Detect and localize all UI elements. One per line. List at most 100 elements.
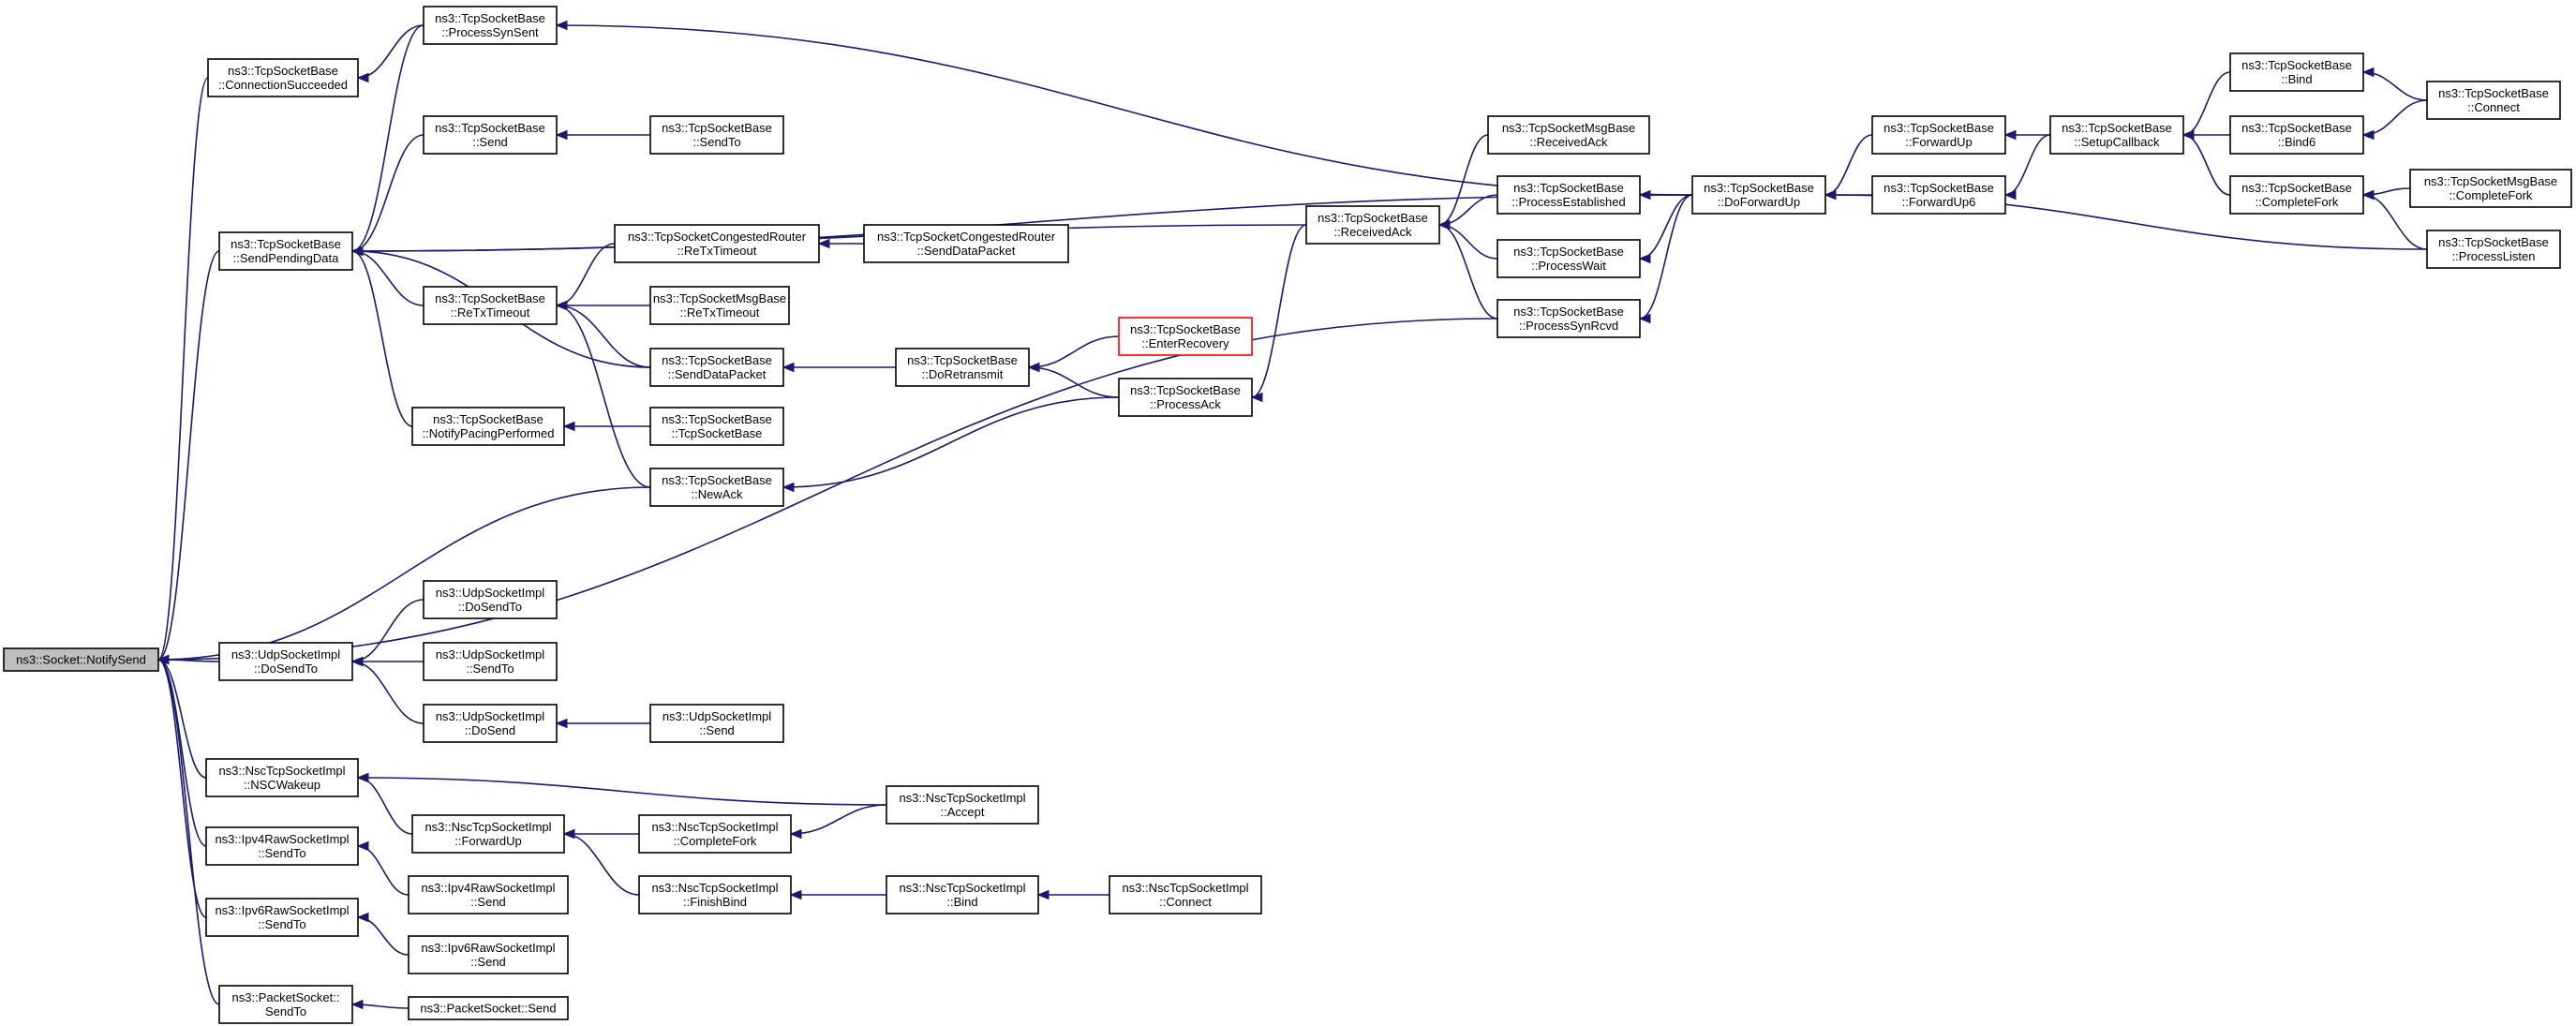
node-ns3-tcpsocketbase-forwardup[interactable]: ns3::TcpSocketBase::ForwardUp bbox=[1871, 115, 2006, 155]
node-ns3-nsctcpsocketimpl-connect[interactable]: ns3::NscTcpSocketImpl::Connect bbox=[1109, 875, 1262, 914]
node-ns3-nsctcpsocketimpl-forwardup[interactable]: ns3::NscTcpSocketImpl::ForwardUp bbox=[411, 814, 565, 854]
node-ns3-udpsocketimpl-dosendto[interactable]: ns3::UdpSocketImpl::DoSendTo bbox=[218, 642, 353, 681]
edge-tcp_connect-to-tcp_bind6 bbox=[2362, 99, 2428, 136]
node-ns3-tcpsocketbase-forwardup6[interactable]: ns3::TcpSocketBase::ForwardUp6 bbox=[1871, 175, 2006, 215]
node-ns3-tcpsocketbase-processsynrcvd[interactable]: ns3::TcpSocketBase::ProcessSynRcvd bbox=[1496, 299, 1641, 338]
node-label-line: ::ProcessAck bbox=[1150, 397, 1221, 411]
node-label-line: ns3::NscTcpSocketImpl bbox=[218, 764, 345, 778]
node-ns3-tcpsocketbase-send[interactable]: ns3::TcpSocketBase::Send bbox=[423, 115, 558, 155]
edge-udp_dosend-to-udp_dosendto bbox=[351, 661, 424, 724]
node-box bbox=[205, 898, 359, 937]
node-ns3-tcpsocketbase-connect[interactable]: ns3::TcpSocketBase::Connect bbox=[2426, 81, 2561, 120]
arrowhead-icon bbox=[562, 828, 575, 840]
node-ns3-udpsocketimpl-dosend[interactable]: ns3::UdpSocketImpl::DoSend bbox=[423, 704, 558, 743]
edge-tcp_proc_ack-to-tcp_newack bbox=[782, 396, 1120, 488]
node-ns3-tcpsocketbase-retxtimeout[interactable]: ns3::TcpSocketBase::ReTxTimeout bbox=[423, 286, 558, 325]
node-ns3-udpsocketimpl-dosendto[interactable]: ns3::UdpSocketImpl::DoSendTo bbox=[423, 580, 558, 619]
edge-tcp_recvack-to-tcp_send_pending bbox=[351, 224, 1307, 252]
node-ns3-nsctcpsocketimpl-accept[interactable]: ns3::NscTcpSocketImpl::Accept bbox=[886, 785, 1039, 825]
node-ns3-tcpsocketbase-senddatapacket[interactable]: ns3::TcpSocketBase::SendDataPacket bbox=[649, 348, 784, 387]
node-ns3-tcpsocketbase-receivedack[interactable]: ns3::TcpSocketBase::ReceivedAck bbox=[1305, 205, 1440, 245]
node-ns3-tcpsocketbase-processack[interactable]: ns3::TcpSocketBase::ProcessAck bbox=[1118, 378, 1253, 417]
node-ns3-tcpsocketbase-setupcallback[interactable]: ns3::TcpSocketBase::SetupCallback bbox=[2049, 115, 2184, 155]
node-ns3-tcpsocketbase-doforwardup[interactable]: ns3::TcpSocketBase::DoForwardUp bbox=[1691, 175, 1826, 215]
arrowhead-icon bbox=[1824, 189, 1837, 201]
arrowhead-icon bbox=[156, 654, 170, 665]
edge-tcp_doforward-to-tcp_proc_wait bbox=[1639, 194, 1693, 260]
node-label-line: ns3::Ipv4RawSocketImpl bbox=[215, 832, 349, 846]
node-box bbox=[1118, 378, 1253, 417]
node-ns3-tcpsocketbase-doretransmit[interactable]: ns3::TcpSocketBase::DoRetransmit bbox=[895, 348, 1030, 387]
node-ns3-nsctcpsocketimpl-nscwakeup[interactable]: ns3::NscTcpSocketImpl::NSCWakeup bbox=[205, 758, 359, 797]
arrowhead-icon bbox=[1638, 253, 1651, 264]
node-label-line: ::SendTo bbox=[258, 917, 305, 931]
node-label-line: ::NSCWakeup bbox=[244, 778, 320, 792]
node-label-line: ::SendDataPacket bbox=[668, 367, 767, 381]
node-label-line: ns3::TcpSocketBase bbox=[1130, 322, 1241, 336]
node-ns3-tcpsocketbase-bind6[interactable]: ns3::TcpSocketBase::Bind6 bbox=[2229, 115, 2364, 155]
node-ns3-tcpsocketbase-enterrecovery[interactable]: ns3::TcpSocketBase::EnterRecovery bbox=[1118, 317, 1253, 356]
node-ns3-ipv4rawsocketimpl-sendto[interactable]: ns3::Ipv4RawSocketImpl::SendTo bbox=[205, 826, 359, 866]
arrowhead-icon bbox=[350, 245, 364, 257]
edge-tcp_senddata-to-tcp_retx bbox=[556, 305, 651, 368]
node-ns3-ipv6rawsocketimpl-sendto[interactable]: ns3::Ipv6RawSocketImpl::SendTo bbox=[205, 898, 359, 937]
node-ns3-tcpsocketmsgbase-completefork[interactable]: ns3::TcpSocketMsgBase::CompleteFork bbox=[2409, 169, 2572, 208]
node-ns3-tcpsocketbase-notifypacingperformed[interactable]: ns3::TcpSocketBase::NotifyPacingPerforme… bbox=[411, 407, 565, 446]
node-label-line: ns3::NscTcpSocketImpl bbox=[1122, 881, 1248, 895]
node-ns3-udpsocketimpl-sendto[interactable]: ns3::UdpSocketImpl::SendTo bbox=[423, 642, 558, 681]
node-ns3-tcpsocketbase-connectionsucceeded[interactable]: ns3::TcpSocketBase::ConnectionSucceeded bbox=[207, 58, 359, 97]
node-ns3-ipv4rawsocketimpl-send[interactable]: ns3::Ipv4RawSocketImpl::Send bbox=[408, 875, 569, 914]
node-ns3-udpsocketimpl-send[interactable]: ns3::UdpSocketImpl::Send bbox=[649, 704, 784, 743]
arrowhead-icon bbox=[1638, 189, 1651, 201]
node-ns3-tcpsocketmsgbase-retxtimeout[interactable]: ns3::TcpSocketMsgBase::ReTxTimeout bbox=[649, 286, 790, 325]
node-ns3-tcpsocketbase-sendto[interactable]: ns3::TcpSocketBase::SendTo bbox=[649, 115, 784, 155]
node-label-line: ::ForwardUp6 bbox=[1902, 195, 1976, 209]
node-ns3-tcpsocketbase-bind[interactable]: ns3::TcpSocketBase::Bind bbox=[2229, 52, 2364, 92]
node-label-line: ns3::TcpSocketBase bbox=[1130, 383, 1241, 397]
node-box bbox=[411, 814, 565, 854]
node-label-line: ns3::UdpSocketImpl bbox=[663, 709, 771, 723]
node-ns3-tcpsocketbase-processwait[interactable]: ns3::TcpSocketBase::ProcessWait bbox=[1496, 239, 1641, 278]
node-box bbox=[2409, 169, 2572, 208]
node-ns3-tcpsocketcongestedrouter-retxtimeout[interactable]: ns3::TcpSocketCongestedRouter::ReTxTimeo… bbox=[614, 224, 820, 263]
node-box bbox=[649, 704, 784, 743]
node-label-line: ns3::NscTcpSocketImpl bbox=[651, 881, 778, 895]
node-label-line: ::Send bbox=[470, 955, 506, 969]
node-ns3-tcpsocketbase-processsynsent[interactable]: ns3::TcpSocketBase::ProcessSynSent bbox=[423, 6, 558, 45]
node-label-line: ns3::TcpSocketBase bbox=[2062, 121, 2172, 135]
arrowhead-icon bbox=[356, 772, 369, 783]
edge-tcp_recvack-to-tcp_proc_ack bbox=[1251, 224, 1307, 398]
node-ns3-tcpsocketbase-newack[interactable]: ns3::TcpSocketBase::NewAck bbox=[649, 468, 784, 507]
node-box bbox=[1118, 317, 1253, 356]
arrowhead-icon bbox=[555, 718, 568, 729]
node-label-line: ::ProcessSynRcvd bbox=[1519, 319, 1618, 333]
node-ns3-tcpsocketmsgbase-receivedack[interactable]: ns3::TcpSocketMsgBase::ReceivedAck bbox=[1487, 115, 1650, 155]
node-ns3-tcpsocketbase-processlisten[interactable]: ns3::TcpSocketBase::ProcessListen bbox=[2426, 230, 2561, 269]
node-label-line: ns3::PacketSocket:: bbox=[232, 990, 340, 1004]
edge-udp_dosendto2-to-udp_dosendto bbox=[351, 599, 424, 662]
edge-pkt_sendto-to-root bbox=[157, 659, 220, 1005]
node-label-line: ns3::TcpSocketBase bbox=[1884, 121, 1994, 135]
node-label-line: ::SetupCallback bbox=[2074, 135, 2160, 149]
node-label-line: ns3::PacketSocket::Send bbox=[420, 1002, 556, 1016]
arrowhead-icon bbox=[2361, 129, 2375, 141]
node-ns3-packetsocket-sendto[interactable]: ns3::PacketSocket::SendTo bbox=[218, 985, 353, 1024]
node-label-line: ::Send bbox=[699, 723, 735, 737]
node-label-line: ns3::TcpSocketCongestedRouter bbox=[877, 230, 1056, 244]
node-ns3-nsctcpsocketimpl-bind[interactable]: ns3::NscTcpSocketImpl::Bind bbox=[886, 875, 1039, 914]
node-ns3-tcpsocketbase-processestablished[interactable]: ns3::TcpSocketBase::ProcessEstablished bbox=[1496, 175, 1641, 215]
node-ns3-ipv6rawsocketimpl-send[interactable]: ns3::Ipv6RawSocketImpl::Send bbox=[408, 935, 569, 974]
node-label-line: ::CompleteFork bbox=[674, 834, 757, 848]
node-ns3-nsctcpsocketimpl-completefork[interactable]: ns3::NscTcpSocketImpl::CompleteFork bbox=[638, 814, 792, 854]
node-ns3-tcpsocketbase-tcpsocketbase[interactable]: ns3::TcpSocketBase::TcpSocketBase bbox=[649, 407, 784, 446]
node-ns3-nsctcpsocketimpl-finishbind[interactable]: ns3::NscTcpSocketImpl::FinishBind bbox=[638, 875, 792, 914]
node-box bbox=[1109, 875, 1262, 914]
node-label-line: ::ProcessEstablished bbox=[1511, 195, 1625, 209]
node-ns3-tcpsocketcongestedrouter-senddatapacket[interactable]: ns3::TcpSocketCongestedRouter::SendDataP… bbox=[863, 224, 1069, 263]
node-ns3-tcpsocketbase-sendpendingdata[interactable]: ns3::TcpSocketBase::SendPendingData bbox=[218, 231, 353, 271]
node-ns3-packetsocket-send[interactable]: ns3::PacketSocket::Send bbox=[408, 996, 569, 1020]
node-ns3-socket-notifysend[interactable]: ns3::Socket::NotifySend bbox=[3, 647, 159, 672]
node-ns3-tcpsocketbase-completefork[interactable]: ns3::TcpSocketBase::CompleteFork bbox=[2229, 175, 2364, 215]
node-label-line: ns3::TcpSocketBase bbox=[2241, 181, 2352, 195]
